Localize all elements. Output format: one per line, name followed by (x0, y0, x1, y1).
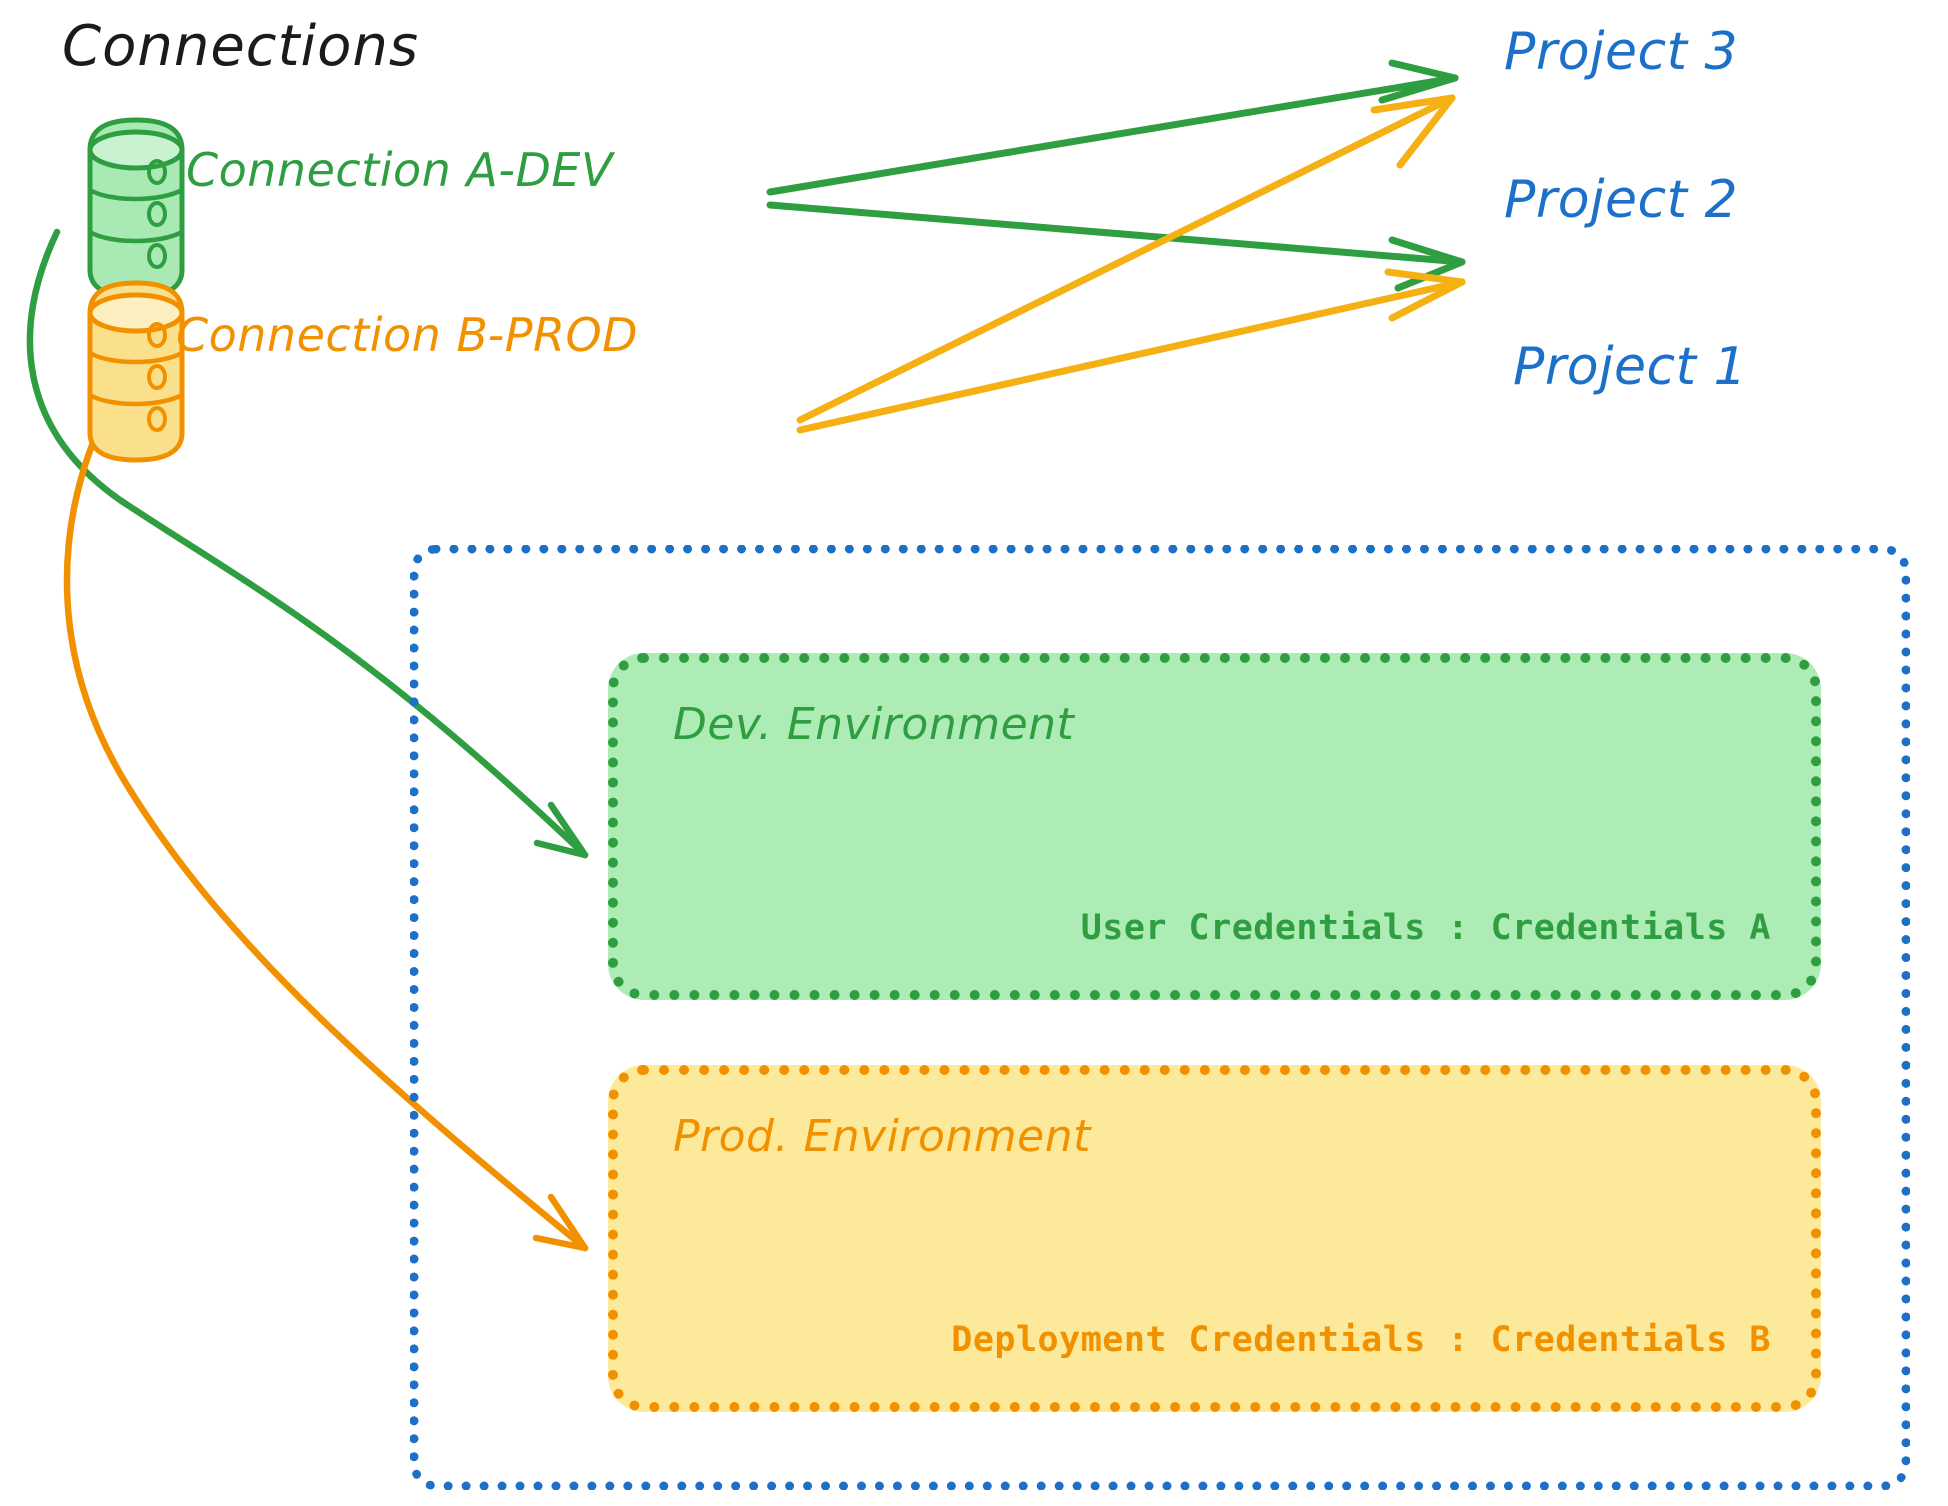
project-3-label: Project 3 (1504, 22, 1739, 82)
prod-environment-box: Prod. Environment Deployment Credentials… (608, 1065, 1821, 1412)
project-1-label: Project 1 (1513, 337, 1748, 397)
project-1-container (410, 545, 1910, 1490)
arrow-b-prod-to-project-3 (796, 94, 1456, 424)
database-cylinder-icon (87, 280, 185, 463)
dev-environment-title: Dev. Environment (673, 699, 1075, 750)
connection-a-dev-label: Connection A-DEV (186, 143, 613, 197)
project-2-label: Project 2 (1504, 170, 1739, 230)
arrow-a-dev-to-project-2 (766, 201, 1466, 292)
dev-environment-box: Dev. Environment User Credentials : Cred… (608, 653, 1821, 1000)
connection-b-prod-label: Connection B-PROD (176, 308, 639, 362)
page-title: Connections (62, 14, 420, 79)
database-cylinder-icon (87, 117, 185, 300)
arrow-a-dev-to-project-3 (766, 59, 1459, 196)
prod-environment-title: Prod. Environment (673, 1111, 1091, 1162)
arrow-b-prod-to-project-2 (796, 268, 1466, 434)
dev-environment-credentials: User Credentials : Credentials A (1080, 908, 1771, 948)
prod-environment-credentials: Deployment Credentials : Credentials B (951, 1320, 1771, 1360)
